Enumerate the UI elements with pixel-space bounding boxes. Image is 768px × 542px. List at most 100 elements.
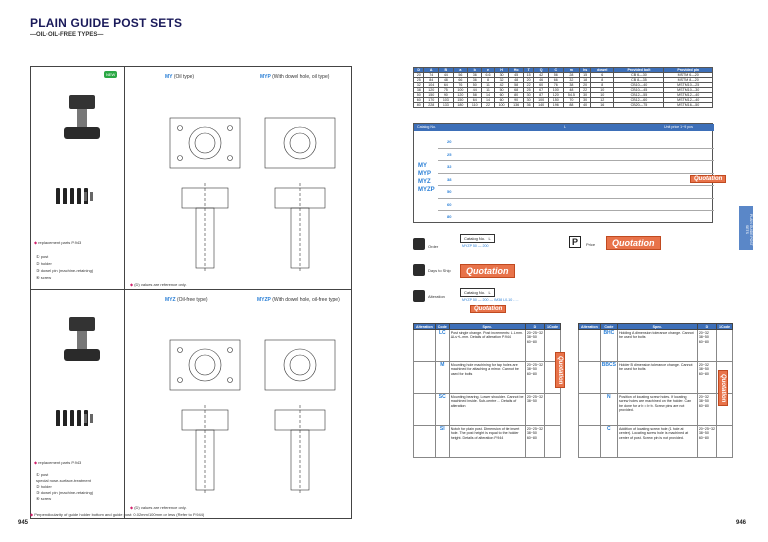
alteration-icon [413,290,425,302]
dim-cell: 100 [493,102,510,108]
days-to-ship-icon [413,264,425,276]
quotation-button-days[interactable]: Quotation [460,264,515,278]
alteration-d-values: 20~32 38~50 60~80 [696,361,718,394]
replacement-note-bottom: ◆ replacement parts P.943 [34,460,82,465]
alteration-d-values: 20~32 38~50 60~80 [696,393,718,426]
quotation-button-alteration[interactable]: Quotation [470,305,507,313]
order-example: MYZP 50 — 200 [462,244,489,248]
page-number-left: 945 [18,520,29,526]
dim-cell: 80 [412,102,425,108]
alteration-code: SC [434,393,450,426]
alteration-figure [578,393,601,426]
left-product-frame [30,66,352,519]
legend-list-top: ① post ② holder ③ dowel pin (machine-ret… [36,254,94,280]
technical-drawing-bottom [169,339,336,495]
alteration-spec: Mounting hole machining for tap holes ar… [448,361,526,394]
dim-cell: 40 [579,102,592,108]
alteration-spec: Holding A dimension tolerance change. Ca… [616,329,698,362]
alteration-figure [578,425,601,458]
label-my: MY (Oil type) [165,74,195,80]
page-number-right: 946 [736,520,747,526]
alteration-figure [578,361,601,394]
alteration-d-values: 20~25~32 38~50 [524,393,546,426]
catalog-table-header: Catalog No. L Unit price 1~9 pcs [414,124,714,131]
quotation-button-alt-left[interactable]: Quotation [555,352,565,389]
technical-drawing-top [169,117,336,273]
alteration-code: BBCS [599,361,618,394]
dim-cell: 22 [481,102,495,108]
page-subtitle: —OIL·OIL-FREE TYPES— [30,32,104,38]
alteration-figure [413,393,436,426]
reference-note-top: ◆ (D) values are reference only. [130,282,187,287]
quotation-button-alt-right[interactable]: Quotation [718,370,728,407]
alteration-spec: Addition of locating screw hole (1 hole … [616,425,698,458]
dim-cell: 36 [522,102,535,108]
dim-cell: 16 [590,102,615,108]
dim-cell: 140 [533,102,549,108]
price-icon: P [569,236,581,248]
alteration-d-values: 20~25~32 38~50 60~80 [524,361,546,394]
alteration-d-values: 20~32 38~50 60~80 [696,329,718,362]
dim-cell: CB20—75 [613,102,665,108]
left-block-divider [30,289,352,290]
alteration-code: BHC [599,329,618,362]
alteration-icode [544,393,561,426]
alteration-figure [413,425,436,458]
dowel-pins-photo-bottom [84,414,93,423]
alteration-code: LC [434,329,450,362]
order-label: Order [428,244,439,249]
dim-cell: 180 [452,102,469,108]
dowel-pins-photo [84,192,93,201]
catalog-d-column: 20 25 32 38 50 60 80 [447,139,452,219]
page-header: PLAIN GUIDE POST SETS —OIL·OIL-FREE TYPE… [30,16,330,48]
alteration-figure [578,329,601,362]
days-to-ship-label: Days to Ship [428,268,451,273]
catalog-table: Catalog No. L Unit price 1~9 pcs MY MYP … [413,123,714,223]
page-title: PLAIN GUIDE POST SETS [30,16,183,30]
alteration-d-values: 20~25~32 38~50 60~80 [524,425,546,458]
label-myz: MYZ (Oil-free type) [165,297,208,303]
catalog-types: MY MYP MYZ MYZP [418,163,435,193]
alteration-example: MYZP 50 — 200 — IM38 L0-10 - ... [462,298,519,302]
left-column-separator [124,66,125,519]
alteration-code: M [434,361,450,394]
reference-note-bottom: ◆ (D) values are reference only. [130,505,187,510]
alteration-code: SI [434,425,450,458]
guide-post-photo-oilfree [64,317,100,361]
quotation-button-price[interactable]: Quotation [606,236,661,250]
price-label: Price [586,242,596,247]
dim-cell: 136 [508,102,524,108]
alteration-label: Alteration [428,294,445,299]
quotation-button-catalog[interactable]: Quotation [690,175,727,183]
legend-list-bottom: ① post special nose-surface-treatment ② … [36,472,94,501]
dim-cell: 133 [438,102,454,108]
alteration-spec: Notch for plain post. Dimension of tie i… [448,425,526,458]
alteration-d-values: 20~25~32 38~50 60~80 [524,329,546,362]
label-myzp: MYZP (With dowel hole, oil-free type) [257,297,340,303]
side-tab-guide-post: PLAIN GUIDE POST SETS [739,206,753,250]
label-myp: MYP (With dowel hole, oil type) [260,74,330,80]
alteration-code: N [599,393,618,426]
dim-cell: MSTM16—50 [663,102,713,108]
alteration-icode [544,425,561,458]
alteration-spec: Position of locating screw holes. If loc… [616,393,698,426]
alteration-spec: Holder B dimension tolerance change. Can… [616,361,698,394]
perpendicularity-footnote: ◆ Perpendicularity of guide holder botto… [30,512,205,517]
alteration-spec: Mounting bearing. Lower shoulder. Cannot… [448,393,526,426]
alteration-code: C [599,425,618,458]
order-catalog-box: Catalog No. L [460,234,495,243]
dim-cell: 88 [562,102,581,108]
alteration-catalog-box: Catalog No. L [460,288,495,297]
